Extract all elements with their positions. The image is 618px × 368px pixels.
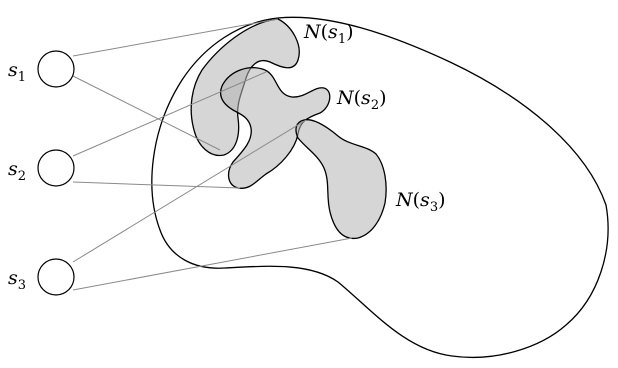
label-n-s1-sub: 1 — [338, 32, 346, 47]
label-n-s3: N(s3) — [395, 189, 446, 215]
ambient-space-region — [151, 16, 609, 359]
label-n-s3-open: ( — [413, 189, 420, 211]
label-s1-base: s — [8, 59, 18, 81]
label-n-s1-open: ( — [321, 21, 328, 43]
label-n-s3-func: N — [395, 189, 414, 211]
edge-s3-n3-top — [72, 119, 307, 263]
label-n-s2-base: s — [361, 87, 371, 109]
edge-s1-n1-bottom — [72, 75, 221, 151]
label-s2: s2 — [8, 158, 26, 184]
label-n-s2-sub: 2 — [371, 98, 379, 113]
label-n-s1-base: s — [328, 21, 338, 43]
neighborhood-region-s1 — [190, 18, 300, 157]
edge-s2-n2-bottom — [72, 181, 241, 189]
label-n-s2-close: ) — [379, 87, 386, 109]
node-s2 — [37, 149, 75, 187]
node-s1 — [37, 50, 75, 88]
label-s2-base: s — [8, 158, 18, 180]
edge-s1-n1-top — [72, 18, 279, 57]
label-s2-sub: 2 — [18, 169, 26, 184]
label-s1-sub: 1 — [18, 70, 26, 85]
label-n-s2-func: N — [336, 87, 355, 109]
label-n-s3-close: ) — [438, 189, 445, 211]
label-s3-sub: 3 — [18, 278, 26, 293]
neighborhood-region-s3 — [295, 119, 387, 240]
label-n-s3-base: s — [420, 189, 430, 211]
label-n-s1: N(s1) — [303, 21, 354, 47]
neighborhood-region-s2 — [219, 67, 331, 189]
label-n-s1-close: ) — [346, 21, 353, 43]
label-n-s2-open: ( — [354, 87, 361, 109]
label-n-s3-sub: 3 — [430, 200, 438, 215]
edge-s2-n2-top — [72, 71, 267, 157]
label-n-s2: N(s2) — [336, 87, 387, 113]
label-s3: s3 — [8, 267, 26, 293]
edge-s3-n3-bottom — [72, 237, 353, 291]
node-s3 — [37, 258, 75, 296]
label-s3-base: s — [8, 267, 18, 289]
label-n-s1-func: N — [303, 21, 322, 43]
label-s1: s1 — [8, 59, 26, 85]
